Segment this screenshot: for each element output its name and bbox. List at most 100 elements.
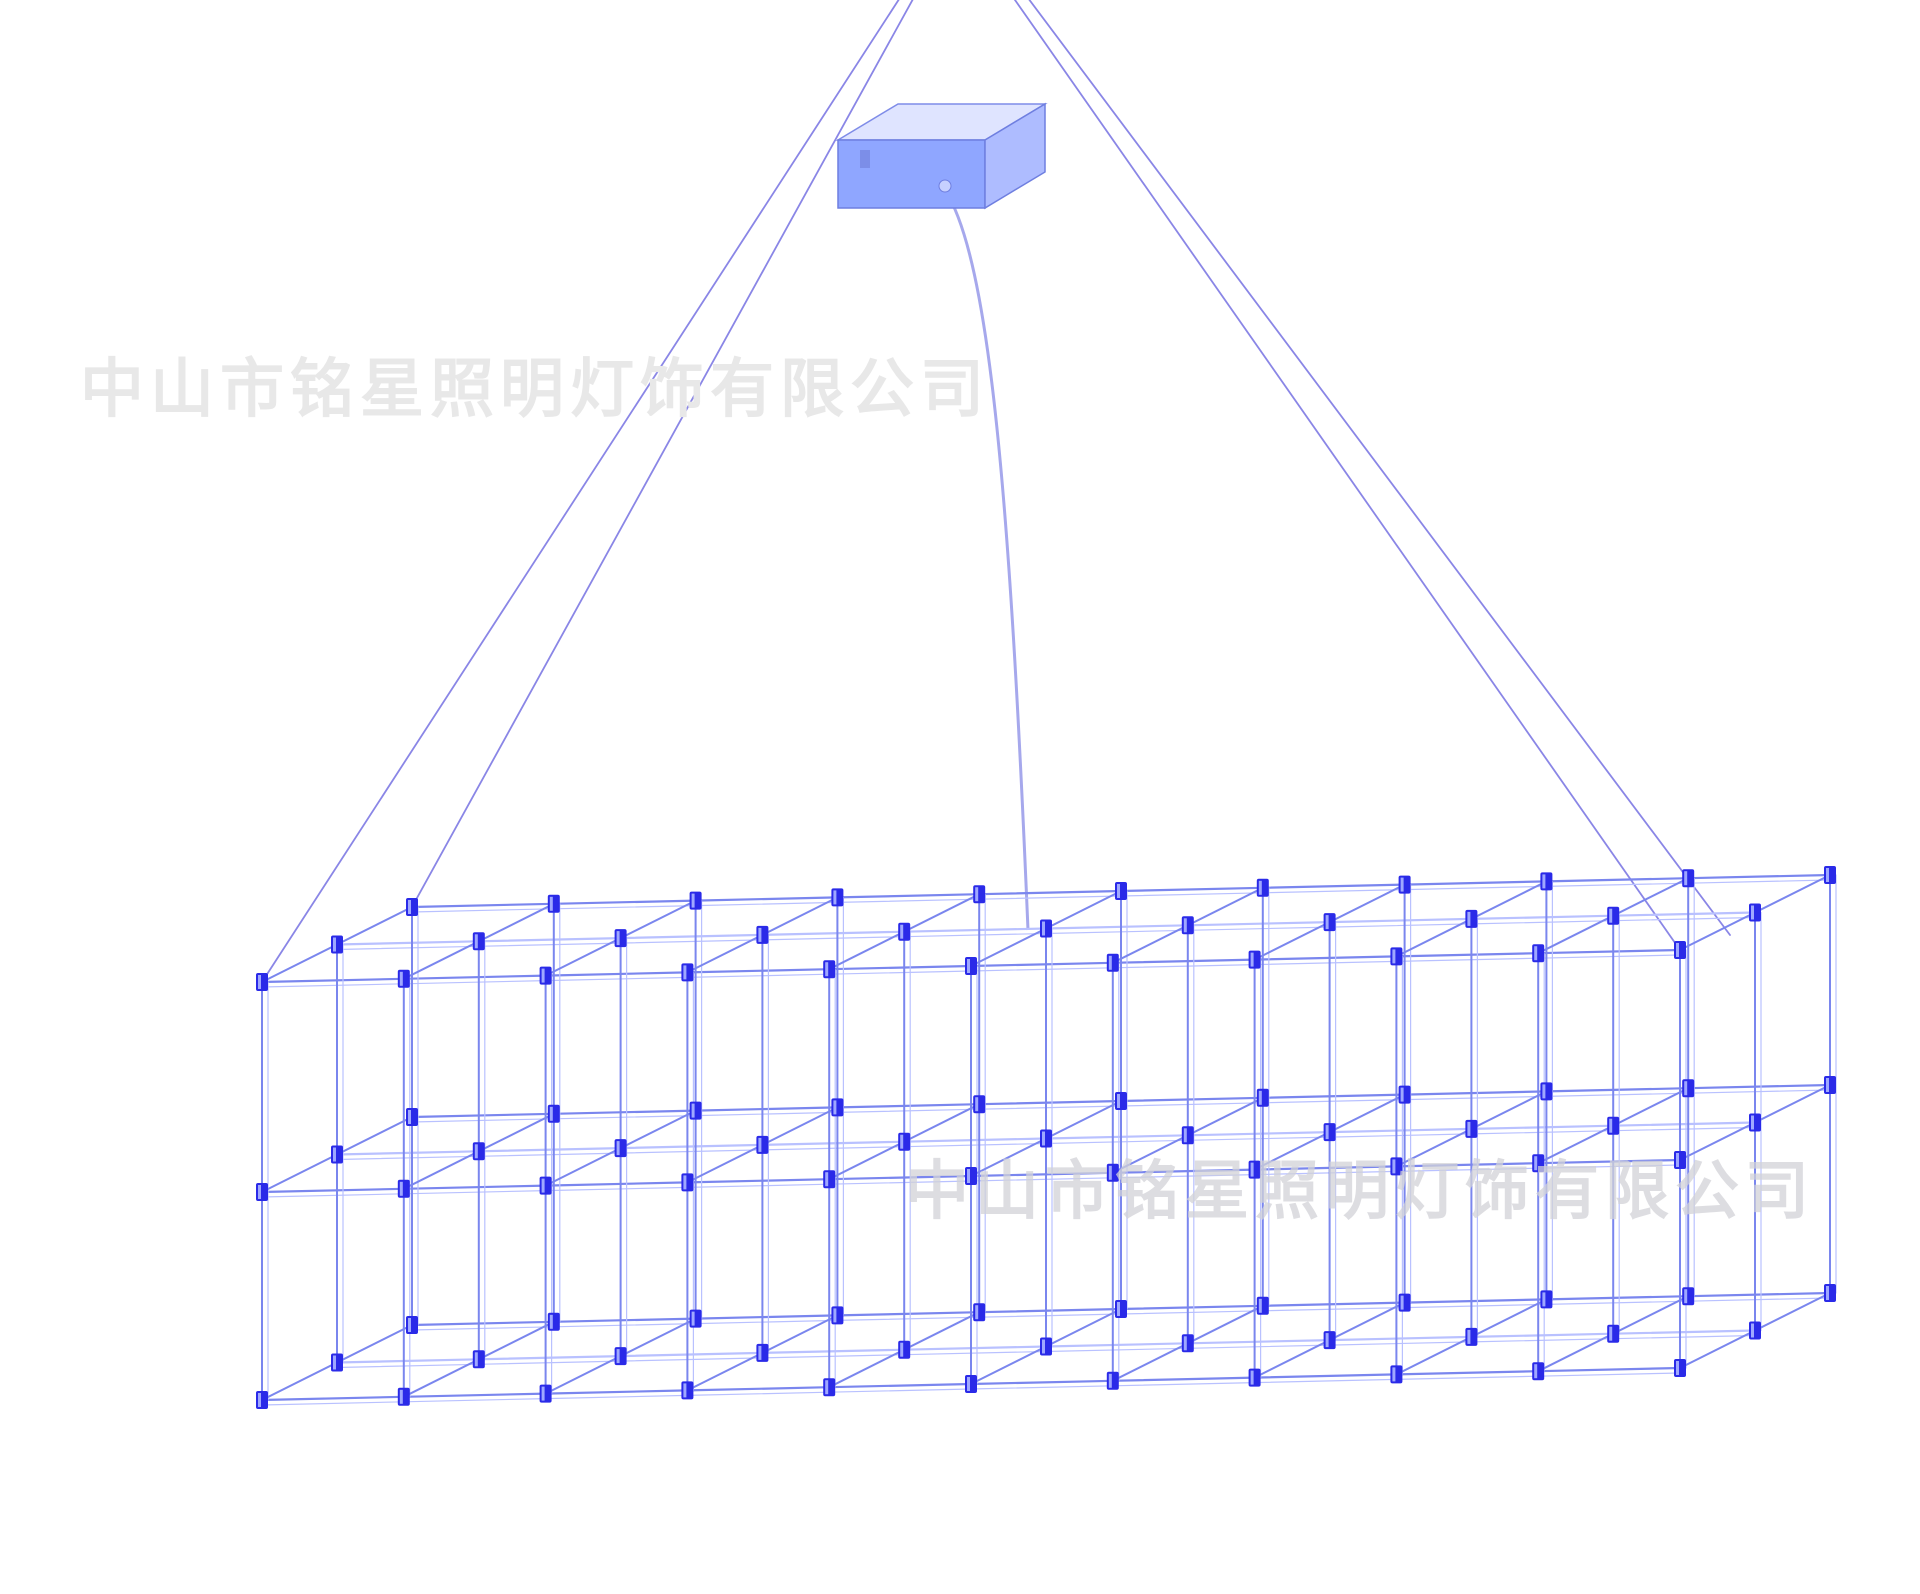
- frame-rail: [694, 1314, 839, 1320]
- frame-rail: [828, 964, 973, 971]
- frame-rail: [477, 1146, 622, 1153]
- frame-rail-shadow: [544, 1186, 689, 1192]
- bulb-socket-icon: [1398, 875, 1411, 894]
- bulb-socket-icon: [472, 1142, 485, 1161]
- frame-rail: [1111, 1168, 1256, 1174]
- bulb-socket-icon: [256, 1183, 268, 1201]
- bulb-socket-icon: [1824, 1076, 1836, 1094]
- frame-rail-shadow: [694, 1111, 839, 1117]
- frame-rail-shadow: [1403, 1303, 1548, 1309]
- frame-rail-shadow: [1470, 920, 1614, 925]
- bulb-sockets: [256, 866, 1836, 1409]
- frame-rail: [978, 1307, 1123, 1314]
- bulb-socket-icon: [1256, 1296, 1269, 1315]
- bulb-socket-icon: [756, 925, 769, 944]
- bulb-socket-icon: [831, 1098, 844, 1117]
- frame-rail-shadow: [619, 1149, 764, 1154]
- bulb-socket-icon: [331, 1145, 343, 1164]
- frame-rail: [1119, 1096, 1264, 1103]
- frame-rail: [1612, 911, 1757, 917]
- frame-rail-shadow: [478, 1152, 622, 1157]
- frame-rail: [402, 1184, 547, 1190]
- watermark-text-top: 中山市铭星照明灯饰有限公司: [80, 353, 990, 427]
- frame-rail: [335, 940, 480, 946]
- bulb-socket-icon: [331, 1353, 343, 1372]
- ceiling-canopy-icon: [835, 102, 1048, 210]
- frame-rail: [836, 1311, 981, 1317]
- bulb-socket-icon: [756, 1343, 769, 1362]
- frame-rail-shadow: [553, 1322, 697, 1328]
- frame-rail-shadow: [828, 1180, 972, 1185]
- bulb-socket-icon: [831, 1306, 844, 1325]
- frame-rail: [1044, 1134, 1189, 1140]
- frame-rail-shadow: [1045, 929, 1189, 935]
- frame-rail-shadow: [478, 942, 622, 947]
- frame-rail: [1261, 883, 1406, 889]
- frame-rail: [903, 1345, 1048, 1351]
- bulb-socket-icon: [614, 1139, 627, 1158]
- frame-rail-shadow: [1545, 1300, 1689, 1306]
- bulb-socket-icon: [681, 1173, 694, 1192]
- frame-rail: [1470, 914, 1615, 921]
- frame-rail: [552, 1109, 697, 1115]
- frame-rail: [836, 1103, 981, 1109]
- frame-rail-shadow: [1253, 960, 1398, 966]
- frame-rail-shadow: [553, 1114, 697, 1120]
- frame-rail-shadow: [619, 939, 764, 944]
- frame-rail-shadow: [403, 1397, 547, 1403]
- frame-rail-shadow: [903, 1350, 1047, 1356]
- frame-rail-shadow: [1687, 1297, 1831, 1302]
- frame-rail-shadow: [903, 932, 1047, 938]
- frame-rail-shadow: [1687, 879, 1831, 884]
- frame-rail: [1395, 1162, 1540, 1168]
- frame-rail: [828, 1382, 973, 1389]
- bulb-socket-icon: [1040, 919, 1052, 938]
- bulb-socket-icon: [406, 1316, 418, 1334]
- frame-rail: [686, 1178, 831, 1184]
- frame-rail-shadow: [1470, 1338, 1614, 1343]
- frame-rail-shadow: [336, 945, 480, 951]
- frame-rail: [969, 961, 1114, 968]
- watermark-text-bottom: 中山市铭星照明灯饰有限公司: [905, 1155, 1815, 1229]
- frame-rail: [1044, 1342, 1189, 1348]
- frame-rail: [260, 1395, 405, 1402]
- bulb-socket-icon: [1390, 1365, 1403, 1384]
- frame-rail-shadow: [1262, 1306, 1406, 1312]
- bulb-socket-icon: [898, 1340, 911, 1359]
- frame-rail-shadow: [1328, 923, 1473, 928]
- bulb-socket-icon: [1248, 1160, 1261, 1179]
- bulb-socket-icon: [973, 885, 986, 904]
- frame-rail-shadow: [1395, 957, 1539, 963]
- bulb-socket-icon: [823, 1378, 836, 1397]
- frame-rail: [1186, 920, 1331, 927]
- frame-rail: [686, 1386, 831, 1392]
- frame-rail: [1119, 886, 1264, 893]
- bulb-socket-icon: [256, 973, 268, 991]
- frame-rail-shadow: [761, 1146, 905, 1151]
- bulb-socket-icon: [1256, 878, 1269, 897]
- frame-rail: [761, 930, 906, 937]
- bulb-socket-icon: [1824, 866, 1836, 884]
- frame-rail-shadow: [1253, 1170, 1398, 1176]
- frame-rail-shadow: [403, 1189, 547, 1195]
- frame-rail: [544, 1389, 689, 1395]
- frame-rail: [544, 1181, 689, 1187]
- frame-rail-shadow: [694, 1319, 839, 1325]
- frame-rail: [903, 1137, 1048, 1143]
- frame-rail: [836, 893, 981, 899]
- canopy-side: [984, 102, 1046, 210]
- bulb-socket-icon: [1323, 1331, 1336, 1350]
- bulb-socket-icon: [831, 888, 844, 907]
- frame-rail: [1111, 1376, 1256, 1382]
- frame-rail: [260, 1187, 405, 1194]
- frame-rail: [335, 1358, 480, 1364]
- frame-rail-shadow: [411, 1118, 555, 1123]
- frame-rail-shadow: [978, 1105, 1122, 1110]
- bulb-socket-icon: [1040, 1337, 1052, 1356]
- bulb-socket-icon: [1607, 1116, 1620, 1135]
- bulb-socket-icon: [472, 932, 485, 951]
- frame-rail: [477, 1354, 622, 1361]
- bulb-socket-icon: [965, 957, 977, 975]
- frame-rail: [619, 1351, 764, 1358]
- bulb-socket-icon: [397, 1179, 410, 1198]
